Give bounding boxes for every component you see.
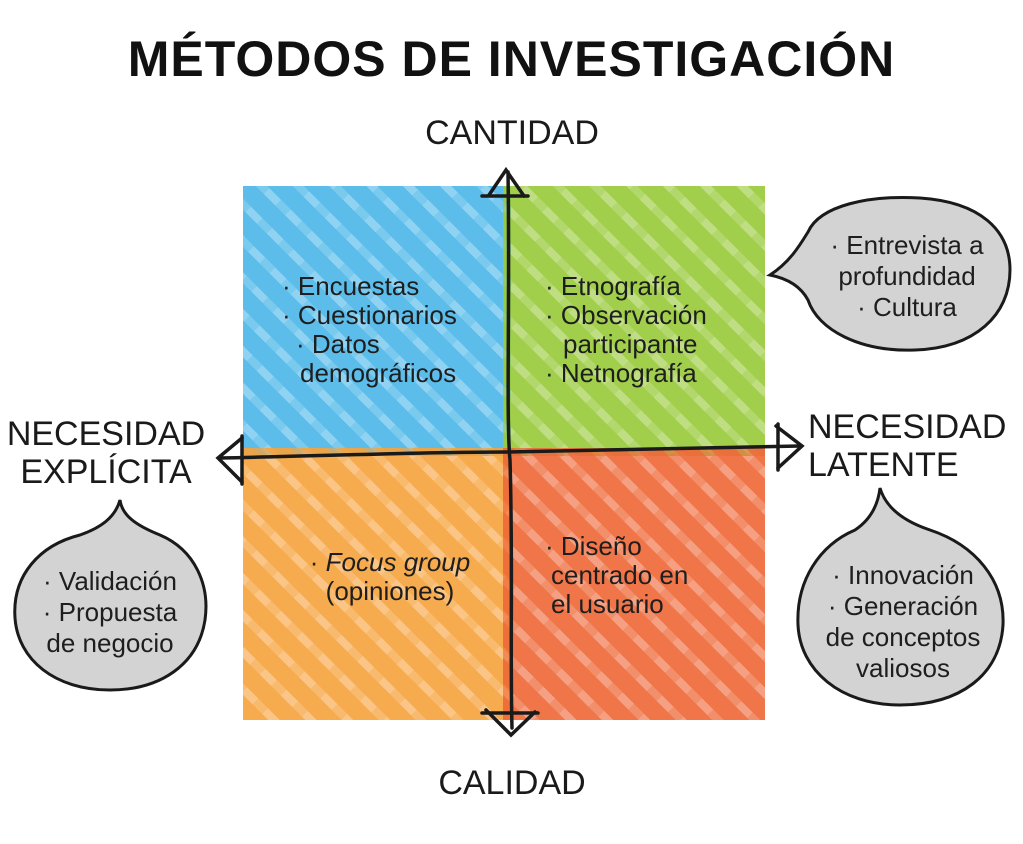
list-item: valiosos	[856, 653, 950, 683]
vertical-axis	[480, 166, 540, 738]
axis-label-left-line2: EXPLÍCITA	[20, 453, 192, 491]
list-item: · Datos	[296, 329, 380, 359]
axis-label-top: CANTIDAD	[425, 114, 599, 152]
list-item: participante	[563, 329, 698, 359]
quadrant-text-quantity-latent: · Etnografía · Observación participante …	[545, 272, 707, 388]
diagram-title: MÉTODOS DE INVESTIGACIÓN	[127, 31, 896, 87]
bubble-left	[13, 499, 208, 692]
list-item: · Cuestionarios	[282, 300, 457, 330]
horizontal-axis	[215, 422, 805, 486]
list-item: · Innovación	[832, 560, 974, 590]
list-item: demográficos	[300, 358, 457, 388]
axis-label-right-line1: NECESIDAD	[808, 408, 1007, 446]
list-item: · Cultura	[857, 292, 957, 322]
axis-label-right-line2: LATENTE	[808, 446, 959, 484]
bubble-text-right-top: · Entrevista a profundidad · Cultura	[812, 230, 1002, 323]
quadrant-text-quality-latent: · Diseño centrado en el usuario	[545, 532, 688, 619]
axis-label-left: NECESIDAD EXPLÍCITA	[6, 415, 206, 491]
axis-label-right: NECESIDAD LATENTE	[808, 408, 1008, 484]
quadrant-quantity-latent	[503, 186, 765, 456]
list-item: centrado en	[551, 560, 689, 590]
list-item: · Validación	[43, 566, 177, 596]
list-item: de negocio	[46, 628, 174, 658]
list-item: · Diseño	[545, 531, 642, 561]
list-item: · Entrevista a	[830, 230, 984, 260]
list-item: · Generación	[827, 591, 979, 621]
quadrant-text-quantity-explicit: · Encuestas · Cuestionarios · Datos demo…	[282, 272, 457, 388]
quadrant-quality-latent	[503, 448, 765, 720]
list-item: de conceptos	[825, 622, 981, 652]
bubble-text-right-bottom: · Innovación · Generación de conceptos v…	[808, 560, 998, 684]
list-item: (opiniones)	[325, 576, 455, 606]
bullet: ·	[309, 547, 326, 577]
bubble-text-left: · Validación · Propuesta de negocio	[20, 566, 200, 659]
quadrant-text-quality-explicit: · Focus group (opiniones)	[290, 548, 490, 606]
list-item: · Encuestas	[282, 271, 420, 301]
focus-group-label: Focus group	[325, 547, 471, 577]
list-item: profundidad	[838, 261, 976, 291]
bubble-right-top	[766, 196, 1012, 352]
quadrant-quality-explicit	[243, 448, 511, 720]
list-item: · Observación	[545, 300, 707, 330]
axis-label-left-line1: NECESIDAD	[6, 415, 206, 453]
axis-label-bottom: CALIDAD	[438, 764, 586, 802]
list-item: · Netnografía	[545, 358, 697, 388]
list-item: · Etnografía	[545, 271, 681, 301]
quadrant-quantity-explicit	[243, 186, 511, 456]
list-item: el usuario	[551, 589, 664, 619]
list-item: · Propuesta	[42, 597, 178, 627]
bubble-right-bottom	[796, 487, 1005, 707]
